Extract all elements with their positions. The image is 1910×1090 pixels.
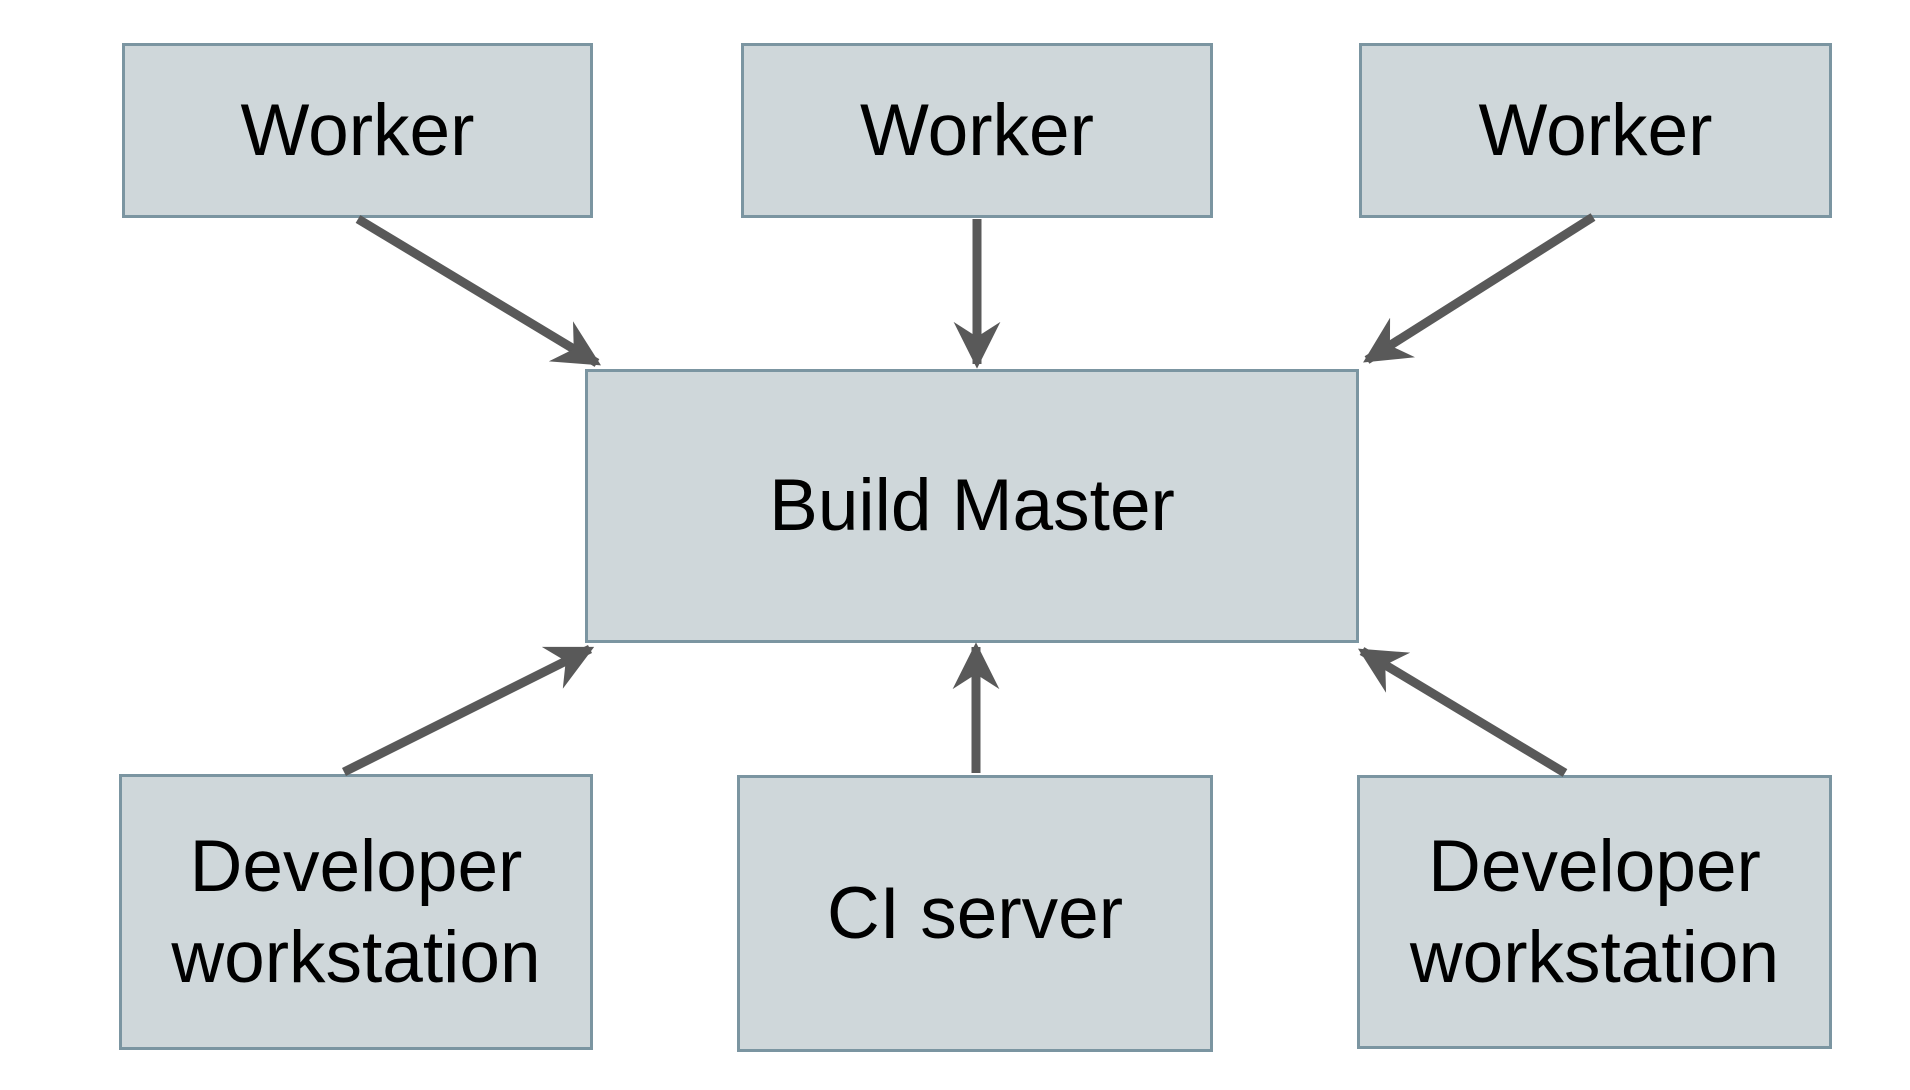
node-worker-3-label: Worker: [1478, 89, 1713, 171]
arrow-developer-workstation-left-to-build-master: [341, 644, 595, 777]
node-developer-workstation-right: Developer workstation: [1357, 775, 1832, 1049]
node-worker-3: Worker: [1359, 43, 1832, 218]
node-build-master-label: Build Master: [769, 465, 1175, 547]
arrow-developer-workstation-right-to-build-master: [1357, 647, 1568, 777]
arrow-worker-1-to-build-master: [355, 215, 602, 367]
node-build-master: Build Master: [585, 369, 1359, 643]
node-worker-2: Worker: [741, 43, 1213, 218]
arrow-worker-3-to-build-master: [1363, 213, 1596, 364]
node-ci-server: CI server: [737, 775, 1213, 1052]
node-ci-server-label: CI server: [826, 872, 1124, 954]
node-worker-1: Worker: [122, 43, 593, 218]
node-developer-workstation-left-label: Developer workstation: [171, 825, 541, 998]
node-developer-workstation-left: Developer workstation: [119, 774, 593, 1050]
node-worker-1-label: Worker: [240, 89, 475, 171]
node-developer-workstation-right-label: Developer workstation: [1409, 825, 1780, 998]
node-worker-2-label: Worker: [860, 89, 1094, 171]
